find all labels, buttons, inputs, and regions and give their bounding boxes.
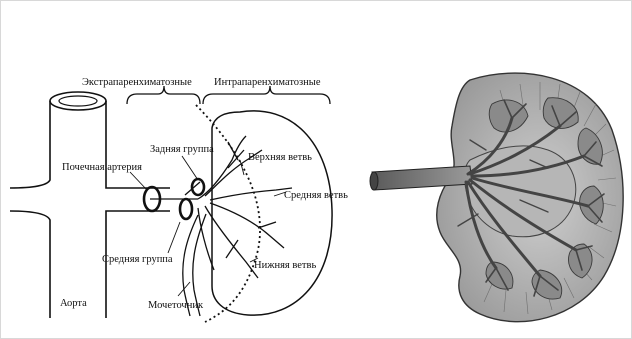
- label-ureter: Мочеточник: [148, 300, 204, 311]
- kidney-cross-section-illustration: [360, 0, 632, 339]
- kidney-outline: [212, 111, 332, 315]
- bracket-extraparenchymal: [127, 86, 200, 104]
- bracket-intraparenchymal: [203, 86, 330, 104]
- label-middle-group: Средняя группа: [102, 254, 173, 265]
- label-posterior-group: Задняя группа: [150, 144, 214, 155]
- label-extraparenchymal: Экстрапаренхиматозные: [82, 77, 192, 88]
- renal-artery-schematic: Экстрапаренхиматозные Интрапаренхиматозн…: [0, 0, 360, 339]
- parenchyma-boundary-dotted: [196, 105, 260, 322]
- label-upper-branch: Верхняя ветвь: [248, 152, 312, 163]
- label-renal-artery: Почечная артерия: [62, 162, 142, 173]
- label-intraparenchymal: Интрапаренхиматозные: [214, 77, 321, 88]
- label-aorta: Аорта: [60, 298, 87, 309]
- label-middle-branch: Средняя ветвь: [284, 190, 348, 201]
- label-lower-branch: Нижняя ветвь: [254, 260, 316, 271]
